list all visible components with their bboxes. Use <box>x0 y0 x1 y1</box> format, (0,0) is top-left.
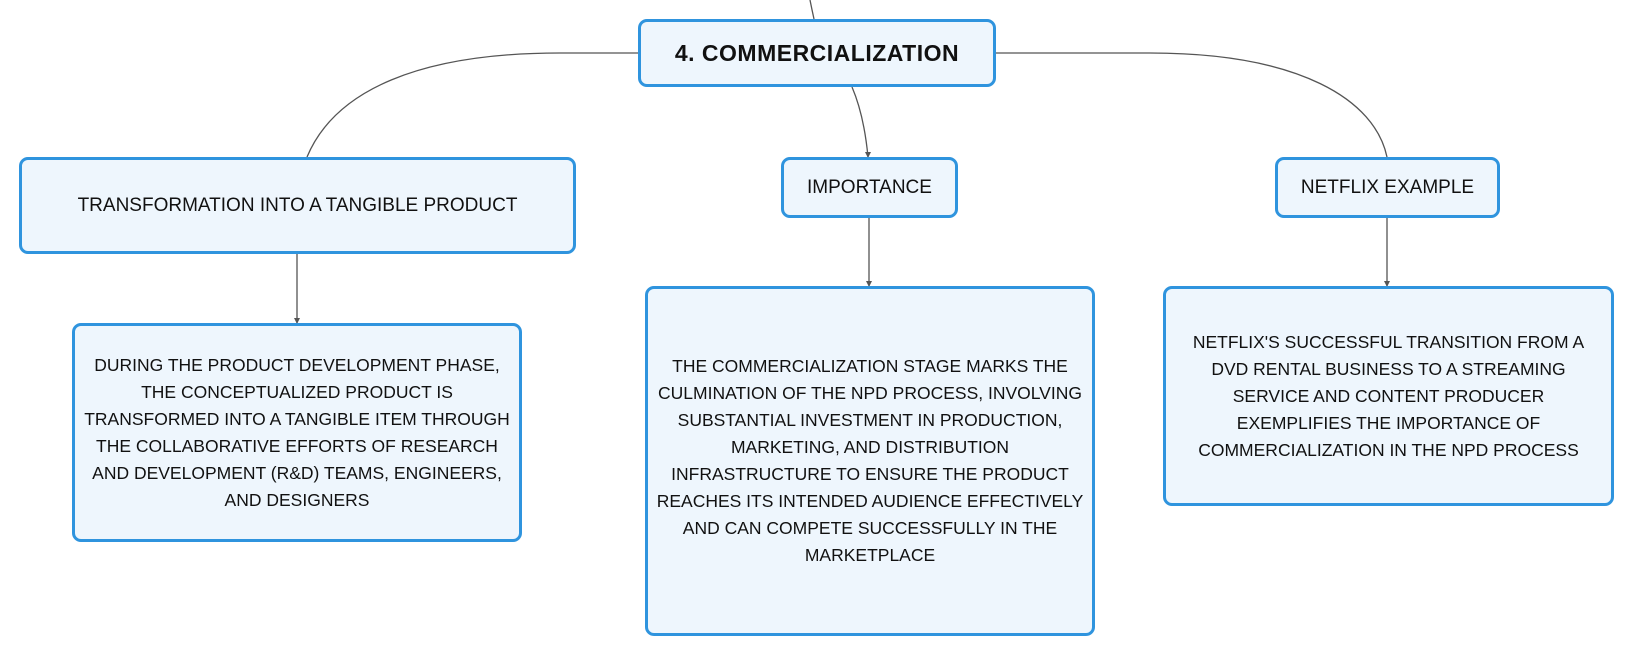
connector-incoming <box>809 0 815 20</box>
connector-root-to-transformation <box>306 52 638 158</box>
connector-root-to-netflix <box>996 52 1388 158</box>
detail-text-netflix-example: NETFLIX'S SUCCESSFUL TRANSITION FROM A D… <box>1192 331 1585 460</box>
topic-node-transformation[interactable]: TRANSFORMATION INTO A TANGIBLE PRODUCT <box>19 157 576 254</box>
arrowhead-importance <box>865 152 871 158</box>
root-node[interactable]: 4. COMMERCIALIZATION <box>638 19 996 87</box>
connector-root-to-importance <box>851 86 869 158</box>
detail-text-transformation: DURING THE PRODUCT DEVELOPMENT PHASE, TH… <box>84 354 510 510</box>
topic-node-importance[interactable]: IMPORTANCE <box>781 157 958 218</box>
arrowhead-netflix-detail <box>1384 281 1390 287</box>
topic-label-netflix-example: NETFLIX EXAMPLE <box>1300 176 1475 198</box>
root-node-label: 4. COMMERCIALIZATION <box>674 39 960 66</box>
detail-node-netflix-example[interactable]: NETFLIX'S SUCCESSFUL TRANSITION FROM A D… <box>1163 286 1614 506</box>
arrowhead-importance-detail <box>866 281 872 287</box>
arrowhead-transformation-detail <box>294 318 300 324</box>
topic-node-netflix-example[interactable]: NETFLIX EXAMPLE <box>1275 157 1500 218</box>
topic-label-importance: IMPORTANCE <box>807 176 932 198</box>
detail-node-importance[interactable]: THE COMMERCIALIZATION STAGE MARKS THE CU… <box>645 286 1095 636</box>
topic-label-transformation: TRANSFORMATION INTO A TANGIBLE PRODUCT <box>77 194 518 216</box>
detail-node-transformation[interactable]: DURING THE PRODUCT DEVELOPMENT PHASE, TH… <box>72 323 522 542</box>
detail-text-importance: THE COMMERCIALIZATION STAGE MARKS THE CU… <box>656 356 1084 565</box>
